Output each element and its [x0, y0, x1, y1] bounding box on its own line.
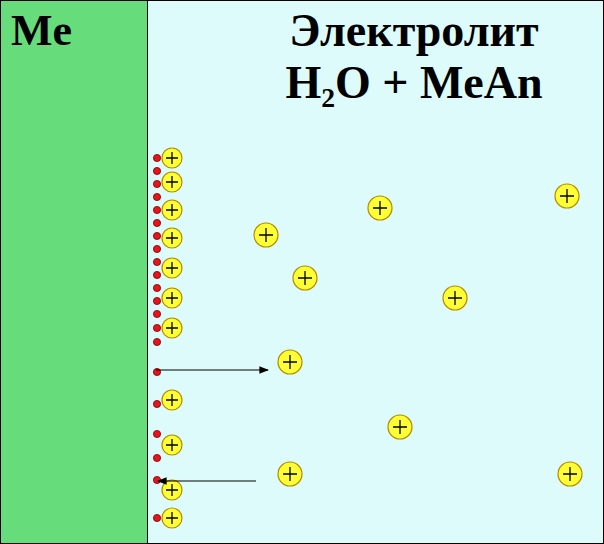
electron [153, 258, 160, 265]
electron [153, 154, 160, 161]
electron [153, 400, 160, 407]
cation [443, 286, 467, 310]
electron [153, 180, 160, 187]
electron [153, 219, 160, 226]
cation [162, 435, 182, 455]
node-heading: Электролит [228, 6, 600, 57]
electron [153, 324, 160, 331]
node-heading: Me [11, 7, 139, 55]
cation [254, 223, 278, 247]
electron [153, 271, 160, 278]
cation [555, 184, 579, 208]
node-formula: H₂O + MeAn [228, 58, 600, 109]
cation [278, 350, 302, 374]
electron [153, 193, 160, 200]
electron [153, 476, 160, 483]
cations [162, 148, 582, 528]
metal-electrode: Me [0, 0, 148, 544]
cation [162, 200, 182, 220]
cation [162, 318, 182, 338]
dissolution-arrow [156, 369, 268, 370]
cation [162, 258, 182, 278]
electron [153, 297, 160, 304]
cation [162, 172, 182, 192]
electron [153, 338, 160, 345]
electron [153, 206, 160, 213]
electron [153, 514, 160, 521]
electrons [153, 154, 160, 521]
cation [162, 228, 182, 248]
electron [153, 310, 160, 317]
electron [153, 430, 160, 437]
cation [162, 480, 182, 500]
cation [162, 288, 182, 308]
cation [368, 196, 392, 220]
cation [558, 462, 582, 486]
deposition-arrow [158, 480, 256, 481]
electron [153, 284, 160, 291]
cation [388, 415, 412, 439]
electrolyte-region: ЭлектролитH₂O + MeAn [148, 0, 604, 544]
electron [153, 245, 160, 252]
electron [153, 167, 160, 174]
cation [162, 508, 182, 528]
cation [293, 266, 317, 290]
cation [162, 390, 182, 410]
electron [153, 454, 160, 461]
cation [162, 148, 182, 168]
electron [153, 232, 160, 239]
cation [278, 462, 302, 486]
